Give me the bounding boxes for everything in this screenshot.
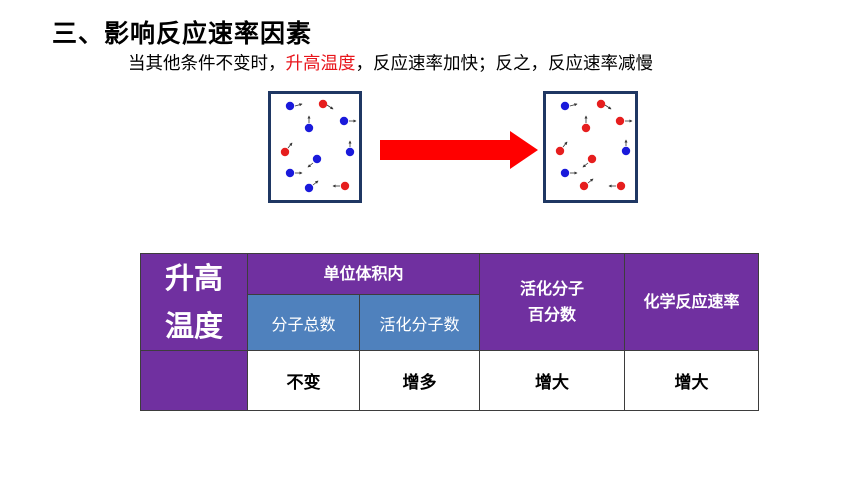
comparison-table: 升高 温度 单位体积内 活化分子 百分数 化学反应速率 分子总数 活化分子数 不… (140, 252, 759, 411)
molecule-red (615, 116, 633, 126)
molecule-blue (307, 154, 322, 168)
molecule-red (332, 181, 350, 191)
molecule-blue (285, 168, 303, 178)
molecule-red (582, 154, 597, 168)
sentence-prefix: 当其他条件不变时， (128, 54, 286, 74)
molecule-red (318, 99, 334, 110)
cell-active-percentage: 增大 (479, 350, 625, 411)
col-header-active-percentage-line2: 百分数 (527, 305, 576, 324)
col-header-total-molecules: 分子总数 (247, 294, 360, 351)
molecule-blue (304, 180, 319, 193)
container-before (268, 91, 362, 203)
cell-active-molecules: 增多 (359, 350, 480, 411)
molecule-red (581, 115, 591, 133)
molecules-before (280, 99, 357, 193)
molecule-blue (339, 116, 357, 126)
molecule-blue (285, 101, 303, 111)
molecules-after (555, 99, 633, 191)
row-header-spacer (140, 350, 248, 411)
col-header-active-molecules: 活化分子数 (359, 294, 480, 351)
sentence-highlight: 升高温度 (285, 54, 356, 74)
cell-reaction-rate: 增大 (624, 350, 759, 411)
col-header-active-percentage: 活化分子 百分数 (479, 253, 625, 351)
molecule-red (280, 142, 293, 157)
molecule-blue (621, 139, 631, 156)
col-header-active-percentage-line1: 活化分子 (519, 279, 584, 298)
cell-total-molecules: 不变 (247, 350, 360, 411)
molecule-red (579, 178, 594, 191)
molecule-blue (345, 140, 355, 157)
molecule-red (596, 99, 612, 110)
group-header-per-unit-volume: 单位体积内 (247, 252, 480, 296)
molecule-blue (560, 101, 578, 111)
row-header-line2: 温度 (164, 309, 223, 343)
molecule-red (608, 181, 626, 191)
page-title: 三、影响反应速率因素 (52, 19, 313, 48)
molecule-blue (304, 115, 314, 133)
condition-sentence: 当其他条件不变时，升高温度，反应速率加快；反之，反应速率减慢 (128, 50, 653, 75)
right-arrow-icon (380, 131, 538, 169)
sentence-suffix: ，反应速率加快；反之，反应速率减慢 (355, 54, 654, 74)
molecule-blue (560, 168, 578, 178)
row-header-raise-temperature: 升高 温度 (140, 253, 248, 351)
row-header-line1: 升高 (164, 261, 223, 295)
col-header-reaction-rate: 化学反应速率 (624, 253, 759, 351)
molecule-red (555, 141, 568, 156)
container-after (543, 91, 638, 203)
